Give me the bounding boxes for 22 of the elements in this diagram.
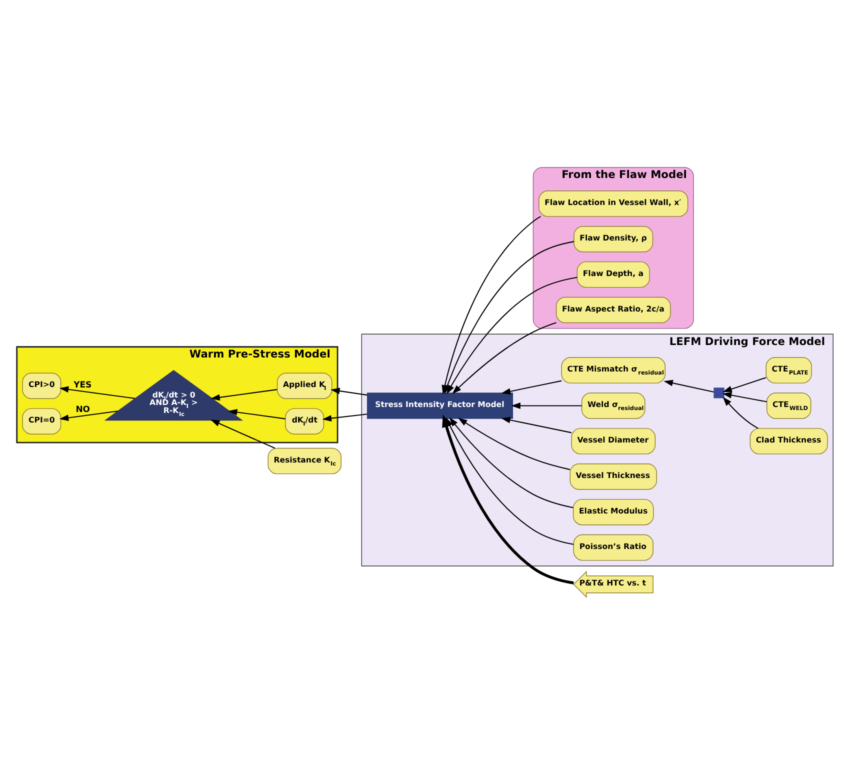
arrow xyxy=(210,420,276,449)
arrow xyxy=(228,409,286,420)
arrow xyxy=(458,418,570,470)
arrow xyxy=(210,389,278,401)
arrow xyxy=(59,386,135,399)
arrow xyxy=(511,402,582,409)
arrow xyxy=(59,410,118,421)
arrow xyxy=(442,414,574,584)
arrow xyxy=(322,414,368,422)
arrow xyxy=(501,416,572,434)
arrow xyxy=(446,276,578,394)
arrow xyxy=(722,377,766,392)
arrow xyxy=(449,417,574,508)
edge-label: YES xyxy=(74,380,92,391)
edge-label: NO xyxy=(76,404,90,415)
arrow xyxy=(664,380,714,393)
arrow xyxy=(501,380,562,395)
node-box xyxy=(714,388,724,398)
arrow xyxy=(722,396,758,429)
arrow xyxy=(452,322,556,394)
arrow xyxy=(330,388,368,396)
arrow xyxy=(722,392,767,402)
